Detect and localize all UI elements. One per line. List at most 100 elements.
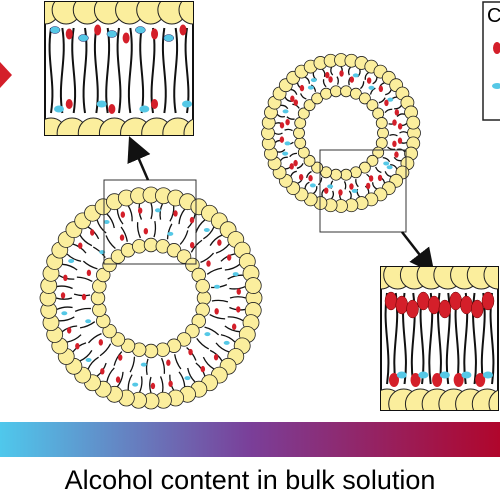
headgroup	[178, 2, 193, 25]
lipid-tail	[79, 234, 93, 247]
headgroup	[320, 87, 333, 100]
lipid-tail	[280, 104, 289, 110]
lipid-tail	[72, 342, 87, 353]
alcohol-molecule	[143, 227, 149, 235]
lipid-tail	[150, 202, 153, 220]
alcohol-molecule	[188, 348, 193, 356]
water-molecule	[68, 258, 75, 263]
lipid-tail	[211, 299, 229, 303]
lipid-tail	[62, 263, 78, 271]
lipid-tail	[127, 205, 133, 222]
headgroup	[294, 137, 307, 149]
lipid-tail	[136, 222, 142, 239]
alcohol-molecule	[168, 380, 173, 387]
lipid-tail	[120, 226, 128, 242]
alcohol-molecule	[397, 137, 403, 144]
lipid-tail	[187, 367, 196, 383]
alcohol-molecule	[151, 28, 159, 40]
water-molecule	[383, 161, 390, 166]
headgroup	[375, 117, 388, 129]
lipid-tail	[384, 108, 393, 114]
alcohol-molecule	[90, 229, 95, 236]
lipid-tail	[317, 177, 323, 186]
lipid-tail	[229, 285, 246, 290]
alcohol-molecule	[475, 373, 486, 387]
lipid-tail	[290, 170, 297, 177]
alcohol-molecule	[236, 288, 241, 295]
alcohol-molecule	[78, 242, 83, 249]
alcohol-molecule	[366, 77, 372, 84]
alcohol-molecule	[173, 210, 178, 217]
lipid-tail	[129, 356, 136, 373]
lipid-tail	[372, 77, 378, 85]
headgroup	[377, 127, 389, 139]
lipid-tail	[347, 66, 351, 76]
alcohol-molecule	[397, 123, 403, 130]
alcohol-molecule	[65, 28, 73, 40]
lipid-tail	[284, 128, 293, 132]
water-molecule	[154, 208, 161, 213]
alcohol-molecule	[417, 291, 430, 311]
lipid-tail	[173, 27, 179, 114]
headgroup	[195, 279, 210, 294]
alcohol-molecule	[179, 24, 187, 36]
lipid-tail	[277, 149, 286, 153]
lipid-tail	[382, 157, 391, 163]
water-molecule	[223, 340, 230, 345]
alcohol-molecule	[338, 189, 343, 196]
water-molecule	[282, 109, 289, 114]
lipid-tail	[58, 316, 75, 322]
water-molecule	[140, 362, 147, 367]
water-molecule	[386, 165, 393, 170]
lipid-tail	[196, 337, 210, 350]
headgroup	[330, 85, 342, 98]
alcohol-molecule	[438, 299, 452, 319]
alcohol-molecule	[60, 292, 66, 299]
alcohol-molecule	[81, 293, 87, 301]
lipid-tail	[284, 96, 292, 103]
lipid-tail	[160, 357, 166, 374]
alcohol-molecule	[365, 182, 371, 190]
alcohol-molecule	[377, 174, 383, 182]
alcohol-molecule	[94, 24, 102, 36]
alcohol-molecule	[290, 95, 295, 102]
lipid-tail	[99, 343, 112, 357]
lipid-tail	[364, 71, 370, 80]
alcohol-molecule	[384, 99, 389, 107]
alcohol-molecule	[394, 109, 400, 116]
lipid-tail	[56, 285, 73, 290]
lipid-tail	[387, 146, 396, 151]
lipid-tail	[159, 203, 164, 220]
lipid-tail	[304, 181, 310, 189]
headgroup	[340, 168, 352, 181]
lipid-tail	[79, 350, 93, 362]
lipid-tail	[399, 131, 408, 134]
lipid-tail	[321, 68, 326, 78]
water-molecule	[85, 319, 92, 324]
alcohol-molecule	[339, 70, 344, 77]
lipid-tail	[224, 325, 240, 333]
water-molecule	[78, 34, 89, 42]
lipid-tail	[79, 321, 96, 329]
lipid-tail	[96, 219, 107, 234]
inset-content	[45, 2, 193, 135]
alcohol-molecule	[349, 76, 355, 83]
headgroup	[183, 118, 193, 135]
lipid-tail	[396, 113, 405, 117]
alcohol-molecule	[150, 382, 156, 390]
lipid-tail	[206, 267, 223, 275]
lipid-tail	[355, 179, 359, 188]
lipid-tail	[87, 332, 102, 344]
lipid-tail	[153, 220, 157, 238]
zoom-region-left	[103, 179, 197, 265]
lipid-tail	[385, 89, 392, 96]
lipid-tail	[389, 133, 398, 137]
lipid-tail	[202, 356, 215, 370]
caption: Alcohol content in bulk solution	[64, 465, 436, 495]
legend-water-icon	[492, 83, 500, 89]
water-molecule	[106, 30, 118, 38]
lipid-tail	[66, 334, 82, 343]
lipid-tail	[310, 84, 317, 92]
alcohol-molecule	[122, 32, 130, 44]
lipid-tail	[169, 205, 175, 222]
